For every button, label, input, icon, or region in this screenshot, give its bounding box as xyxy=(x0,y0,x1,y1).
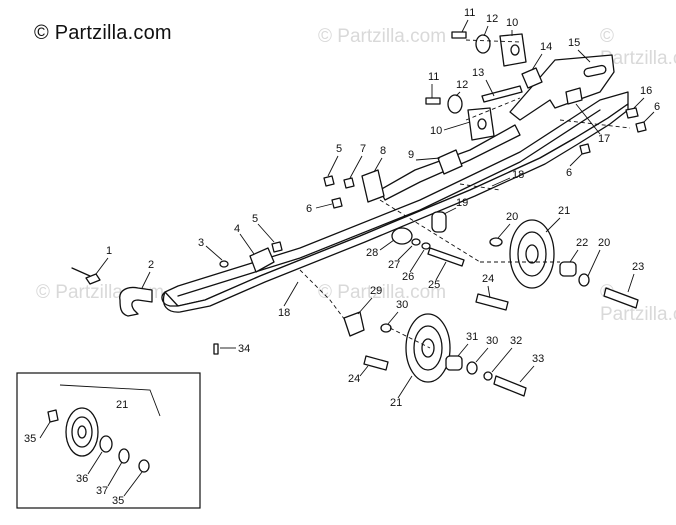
upper-mount-set xyxy=(425,31,639,141)
callout-18b: 18 xyxy=(278,307,290,319)
part-21-wheel-upper xyxy=(475,219,639,311)
part-19-spacer xyxy=(431,211,447,233)
callout-12b: 12 xyxy=(456,79,468,91)
callout-3: 3 xyxy=(198,237,204,249)
part-4-bracket xyxy=(249,247,275,273)
callout-34: 34 xyxy=(238,343,250,355)
callout-2: 2 xyxy=(148,259,154,271)
callout-5b: 5 xyxy=(336,143,342,155)
callout-4: 4 xyxy=(234,223,240,235)
part-6-nut xyxy=(635,121,647,133)
inset-panel xyxy=(16,372,201,509)
callout-31: 31 xyxy=(466,331,478,343)
part-27-washer xyxy=(411,238,421,246)
callout-36: 36 xyxy=(76,473,88,485)
part-1-strip xyxy=(71,267,91,277)
part-25-bolt xyxy=(427,247,465,267)
callout-37: 37 xyxy=(96,485,108,497)
copyright-label: © Partzilla.com xyxy=(34,22,172,44)
callout-10b: 10 xyxy=(430,125,442,137)
callout-12a: 12 xyxy=(486,13,498,25)
callout-1: 1 xyxy=(106,245,112,257)
callout-13: 13 xyxy=(472,67,484,79)
callout-20a: 20 xyxy=(506,211,518,223)
callout-18a: 18 xyxy=(512,169,524,181)
callout-6c: 6 xyxy=(654,101,660,113)
callout-30a: 30 xyxy=(396,299,408,311)
callout-21b: 21 xyxy=(390,397,402,409)
callout-29: 29 xyxy=(370,285,382,297)
callout-17: 17 xyxy=(598,133,610,145)
callout-15: 15 xyxy=(568,37,580,49)
callout-26: 26 xyxy=(402,271,414,283)
callout-7: 7 xyxy=(360,143,366,155)
callout-24a: 24 xyxy=(482,273,494,285)
callout-22: 22 xyxy=(576,237,588,249)
part-26-washer xyxy=(421,242,431,250)
part-21-wheel-lower xyxy=(343,311,527,397)
part-34-pin xyxy=(213,343,219,355)
part-5-nut xyxy=(323,175,335,187)
watermark: © Partzilla.com xyxy=(318,282,447,303)
callout-11b: 11 xyxy=(428,71,439,83)
callout-32: 32 xyxy=(510,335,522,347)
part-9-block xyxy=(437,149,463,175)
callout-10a: 10 xyxy=(506,17,518,29)
part-5-nut xyxy=(271,241,283,253)
callout-21c: 21 xyxy=(116,399,128,411)
part-3-nut xyxy=(219,260,229,268)
callout-9: 9 xyxy=(408,149,414,161)
callout-35b: 35 xyxy=(112,495,124,507)
callout-25: 25 xyxy=(428,279,440,291)
part-7-nut xyxy=(343,177,355,189)
part-2-bumper xyxy=(119,286,153,317)
callout-5a: 5 xyxy=(252,213,258,225)
part-28-roller xyxy=(391,227,413,245)
callout-16: 16 xyxy=(640,85,652,97)
callout-6a: 6 xyxy=(306,203,312,215)
callout-21a: 21 xyxy=(558,205,570,217)
callout-8: 8 xyxy=(380,145,386,157)
part-6-nut xyxy=(579,143,591,155)
callout-23: 23 xyxy=(632,261,644,273)
callout-11a: 11 xyxy=(464,7,475,19)
part-8-bracket xyxy=(361,169,385,203)
callout-28: 28 xyxy=(366,247,378,259)
callout-20b: 20 xyxy=(598,237,610,249)
watermark: © Partzilla.com xyxy=(600,26,676,69)
callout-30b: 30 xyxy=(486,335,498,347)
callout-6b: 6 xyxy=(566,167,572,179)
callout-19: 19 xyxy=(456,197,468,209)
callout-35a: 35 xyxy=(24,433,36,445)
slide-rail xyxy=(161,54,629,313)
callout-33: 33 xyxy=(532,353,544,365)
watermark: © Partzilla.com xyxy=(318,26,447,47)
callout-14: 14 xyxy=(540,41,552,53)
callout-24b: 24 xyxy=(348,373,360,385)
callout-27: 27 xyxy=(388,259,400,271)
part-6-nut xyxy=(331,197,343,209)
part-1 xyxy=(85,273,101,285)
callouts: 1 2 3 4 5 5 6 6 6 7 8 9 10 10 xyxy=(24,7,660,507)
